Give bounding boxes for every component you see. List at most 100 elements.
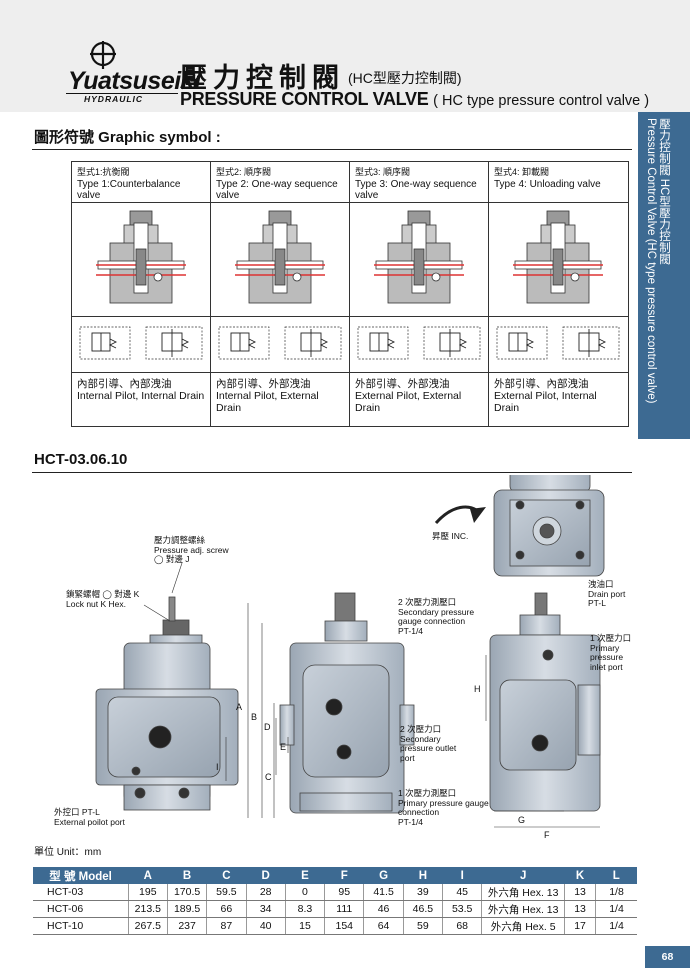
table-cell: 41.5 (363, 884, 404, 901)
table-cell: 237 (166, 917, 207, 935)
dim-B: B (251, 712, 258, 722)
table-cell: 46 (363, 900, 404, 918)
table-cell: HCT-03 (33, 884, 129, 901)
table-cell: 59.5 (206, 884, 247, 901)
valve-top-view (493, 475, 605, 577)
dim-E: E (280, 742, 287, 752)
title-en: PRESSURE CONTROL VALVE ( HC type pressur… (180, 89, 649, 110)
table-cell: 195 (127, 884, 168, 901)
table-cell: 95 (324, 884, 364, 901)
dim-G: G (518, 815, 526, 825)
valve-right-view (489, 592, 601, 812)
col-header: I (442, 867, 482, 884)
dim-A: A (236, 702, 243, 712)
hydraulic-symbol (496, 326, 620, 360)
col-header: C (206, 867, 247, 884)
col-header: A (128, 867, 168, 884)
col-header: G (363, 867, 404, 884)
valve-section-diagram (96, 210, 186, 304)
col-header: J (481, 867, 565, 884)
table-cell: 39 (402, 884, 443, 901)
section-rule (32, 149, 632, 150)
table-cell: HCT-06 (33, 900, 129, 918)
type-2-section-cell (210, 202, 350, 317)
valve-section-diagram (235, 210, 325, 304)
table-cell: 13 (564, 900, 596, 918)
table-cell: 59 (402, 917, 443, 935)
table-cell: 66 (206, 900, 247, 918)
title-en-sub: ( HC type pressure control valve ) (433, 93, 650, 109)
col-header: K (564, 867, 596, 884)
type-4-section-cell (488, 202, 629, 317)
dimension-lines (143, 562, 600, 828)
table-cell: 46.5 (402, 900, 443, 918)
valve-side-view (279, 592, 415, 814)
table-cell: 28 (245, 884, 286, 901)
dim-I: I (216, 762, 219, 772)
col-header: F (324, 867, 364, 884)
page-number: 68 (645, 946, 690, 968)
brand-rule (66, 93, 178, 94)
type-1-symbol-cell (71, 316, 211, 373)
col-header: H (403, 867, 443, 884)
col-header: L (595, 867, 637, 884)
title-en-main: PRESSURE CONTROL VALVE (180, 89, 429, 109)
col-header: B (167, 867, 207, 884)
brand-emblem-icon (90, 41, 116, 69)
valve-section-diagram (513, 210, 603, 304)
table-cell: 1/8 (595, 884, 637, 901)
dim-H: H (474, 684, 481, 694)
table-cell: 53.5 (442, 900, 482, 918)
col-header: D (246, 867, 286, 884)
graphic-symbol-heading: 圖形符號 Graphic symbol : (34, 129, 221, 146)
table-cell: HCT-10 (33, 917, 129, 935)
table-cell: 40 (245, 917, 286, 935)
arrow-head-icon (470, 507, 486, 523)
type-3-symbol-cell (349, 316, 489, 373)
table-cell: 15 (284, 917, 325, 935)
table-cell: 189.5 (166, 900, 207, 918)
col-header: 型 號 Model (33, 867, 129, 884)
hydraulic-symbol (218, 326, 342, 360)
hydraulic-symbol (79, 326, 203, 360)
table-cell: 外六角 Hex. 13 (481, 884, 565, 901)
valve-front-view (95, 596, 239, 811)
title-cn-sub: (HC型壓力控制閥) (348, 70, 462, 86)
title-cn: 壓力控制閥 (180, 63, 345, 93)
dim-C: C (265, 772, 272, 782)
valve-section-diagram (374, 210, 464, 304)
table-cell: 外六角 Hex. 13 (481, 900, 565, 918)
table-cell: 1/4 (595, 917, 637, 935)
type-3-section-cell (349, 202, 489, 317)
drawing-rule (32, 472, 632, 473)
table-cell: 45 (442, 884, 482, 901)
table-cell: 8.3 (284, 900, 325, 918)
table-cell: 34 (245, 900, 286, 918)
table-cell: 170.5 (166, 884, 207, 901)
table-cell: 13 (564, 884, 596, 901)
type-2-symbol-cell (210, 316, 350, 373)
table-cell: 1/4 (595, 900, 637, 918)
hydraulic-symbol (357, 326, 481, 360)
table-cell: 111 (324, 900, 364, 918)
col-header: E (285, 867, 325, 884)
type-1-section-cell (71, 202, 211, 317)
dimensions-table: 型 號 Model A B C D E F G H I J K L HCT-03… (33, 867, 637, 935)
